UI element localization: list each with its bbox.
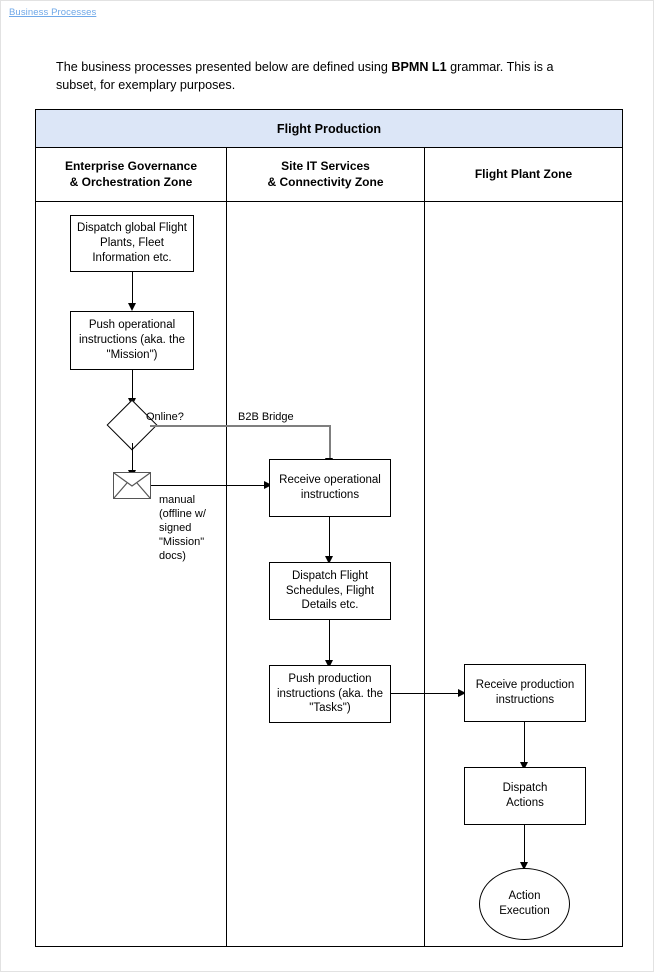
gateway-label-online: Online? bbox=[146, 411, 184, 423]
intro-text-strong: BPMN L1 bbox=[391, 59, 447, 74]
lane-header-flight-plant: Flight Plant Zone bbox=[474, 166, 573, 181]
task-push-production-instructions[interactable]: Push production instructions (aka. the "… bbox=[269, 665, 391, 723]
arrowhead-dispatch-actions-to-action-execution bbox=[519, 862, 528, 870]
connector-dispatch-flight-to-push-production bbox=[329, 620, 330, 664]
annotation-manual-offline: manual (offline w/ signed "Mission" docs… bbox=[159, 494, 206, 563]
task-dispatch-actions[interactable]: Dispatch Actions bbox=[464, 767, 586, 825]
lane-body-row bbox=[36, 202, 622, 946]
arrowhead-receive-production-to-dispatch-actions bbox=[519, 762, 528, 770]
pool-title: Flight Production bbox=[36, 110, 622, 148]
task-receive-operational-instructions[interactable]: Receive operational instructions bbox=[269, 459, 391, 517]
arrowhead-message-to-receive-operational bbox=[264, 480, 272, 489]
connector-dispatch-actions-to-action-execution bbox=[524, 825, 525, 869]
connector-b2b-bridge-vertical bbox=[329, 425, 331, 461]
intro-text-before: The business processes presented below a… bbox=[56, 59, 392, 74]
intro-text-after: grammar. This is a subset, for exemplary… bbox=[56, 59, 554, 92]
lane-header-row: Enterprise Governance & Orchestration Zo… bbox=[36, 148, 622, 202]
lane-column-enterprise-governance bbox=[36, 202, 227, 946]
lane-column-site-it-services bbox=[227, 202, 425, 946]
end-event-action-execution[interactable]: Action Execution bbox=[479, 868, 570, 940]
connector-push-to-gateway bbox=[132, 370, 133, 402]
arrowhead-push-production-to-receive-production bbox=[458, 688, 466, 697]
breadcrumb-business-processes[interactable]: Business Processes bbox=[9, 7, 97, 18]
lane-header-site-it-services: Site IT Services & Connectivity Zone bbox=[227, 148, 425, 201]
task-dispatch-global-flight-plans[interactable]: Dispatch global Flight Plants, Fleet Inf… bbox=[70, 215, 194, 272]
connector-message-to-receive-operational bbox=[151, 485, 268, 486]
arrowhead-dispatch-flight-to-push-production bbox=[324, 660, 333, 668]
task-push-operational-instructions[interactable]: Push operational instructions (aka. the … bbox=[70, 311, 194, 370]
envelope-icon[interactable] bbox=[113, 472, 151, 499]
connector-b2b-bridge-horizontal bbox=[150, 425, 330, 427]
connector-receive-production-to-dispatch-actions bbox=[524, 722, 525, 766]
annotation-b2b-bridge: B2B Bridge bbox=[238, 411, 294, 423]
lane-header-enterprise-governance: Enterprise Governance & Orchestration Zo… bbox=[36, 148, 227, 201]
intro-paragraph: The business processes presented below a… bbox=[56, 58, 586, 95]
shape-layer: Dispatch global Flight Plants, Fleet Inf… bbox=[36, 110, 624, 948]
arrowhead-dispatch-to-push bbox=[127, 303, 136, 311]
connector-dispatch-to-push bbox=[132, 272, 133, 305]
bpmn-diagram: Flight Production Enterprise Governance … bbox=[35, 109, 623, 947]
connector-push-production-to-receive-production bbox=[391, 693, 463, 694]
connector-receive-to-dispatch-flight bbox=[329, 517, 330, 560]
connector-gateway-to-message bbox=[132, 443, 133, 474]
task-receive-production-instructions[interactable]: Receive production instructions bbox=[464, 664, 586, 722]
arrowhead-receive-to-dispatch-flight bbox=[324, 556, 333, 564]
task-dispatch-flight-schedules[interactable]: Dispatch Flight Schedules, Flight Detail… bbox=[269, 562, 391, 620]
